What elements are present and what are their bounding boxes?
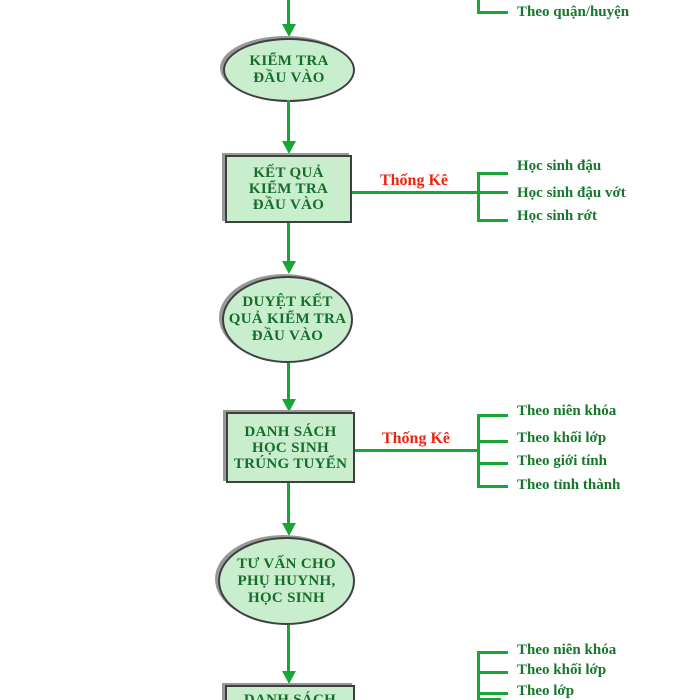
thong-ke-label: Thống Kê [381, 430, 450, 447]
branch-item-label: Theo lớp [517, 683, 575, 699]
node-text-line: TRÚNG TUYỂN [233, 455, 348, 472]
arrow-down-icon [282, 671, 296, 684]
flow-connector-segment [287, 0, 290, 26]
node-text-line: HỌC SINH [252, 439, 329, 456]
branch-item-label: Theo niên khóa [517, 642, 617, 658]
branch-spine [477, 414, 480, 488]
branch-main-line [355, 449, 478, 452]
node-text-line: ĐẦU VÀO [252, 197, 325, 213]
arrow-down-icon [282, 24, 296, 37]
node-text-line: ĐẦU VÀO [251, 328, 324, 344]
branch-item-label: Theo quận/huyện [517, 4, 630, 20]
branch-spine [477, 651, 480, 700]
node-text-line: KẾT QUẢ [253, 165, 324, 181]
flow-connector-segment [287, 625, 290, 671]
branch-item-label: Học sinh rớt [517, 208, 597, 224]
branch-item-label: Học sinh đậu vớt [517, 185, 626, 201]
node-danh-sach-bottom: DANH SÁCH [225, 685, 355, 700]
branch-item-label: Học sinh đậu [517, 158, 602, 174]
node-text-line: DUYỆT KẾT [242, 294, 333, 310]
branch-stub [477, 671, 508, 674]
node-text-line: KIỂM TRA [249, 53, 329, 69]
branch-item-label: Theo giới tính [517, 453, 607, 469]
branch-stub [477, 219, 508, 222]
flow-connector-segment [287, 223, 290, 261]
branch-stub [477, 414, 508, 417]
branch-stub [477, 440, 508, 443]
arrow-down-icon [282, 141, 296, 154]
node-tu-van-phu-huynh-hoc-sinh: TƯ VẤN CHO PHỤ HUYNH, HỌC SINH [218, 537, 355, 625]
node-text-line: QUẢ KIỂM TRA [228, 311, 347, 327]
branch-spine [477, 172, 480, 222]
branch-stub [477, 698, 501, 700]
arrow-down-icon [282, 523, 296, 536]
node-kiem-tra-dau-vao: KIỂM TRA ĐẦU VÀO [223, 38, 355, 102]
branch-stub [477, 191, 508, 194]
branch-item-label: Theo tỉnh thành [517, 477, 621, 493]
node-text-line: PHỤ HUYNH, [237, 572, 336, 589]
node-text-line: TƯ VẤN CHO [237, 555, 336, 572]
node-text-line: DANH SÁCH [244, 423, 337, 440]
flow-connector-segment [287, 483, 290, 523]
branch-item-label: Theo khối lớp [517, 662, 607, 678]
branch-stub [477, 11, 508, 14]
branch-stub [477, 651, 508, 654]
branch-stub [477, 462, 508, 465]
node-ket-qua-kiem-tra-dau-vao: KẾT QUẢ KIỂM TRA ĐẦU VÀO [225, 155, 352, 223]
branch-item-label: Theo khối lớp [517, 430, 607, 446]
branch-stub [477, 692, 508, 695]
flow-connector-segment [287, 100, 290, 141]
node-danh-sach-hoc-sinh-trung-tuyen: DANH SÁCH HỌC SINH TRÚNG TUYỂN [226, 412, 355, 483]
branch-stub [477, 172, 508, 175]
node-text-line: KIỂM TRA [248, 181, 329, 197]
flow-connector-segment [287, 363, 290, 399]
branch-spine [477, 0, 480, 13]
arrow-down-icon [282, 399, 296, 412]
node-text-line: DANH SÁCH [243, 692, 337, 700]
branch-main-line [352, 191, 478, 194]
node-text-line: ĐẦU VÀO [253, 70, 325, 86]
node-duyet-ket-qua-kiem-tra: DUYỆT KẾT QUẢ KIỂM TRA ĐẦU VÀO [222, 276, 353, 363]
branch-item-label: Theo niên khóa [517, 403, 617, 419]
branch-stub [477, 485, 508, 488]
thong-ke-label: Thống Kê [379, 172, 448, 189]
arrow-down-icon [282, 261, 296, 274]
node-text-line: HỌC SINH [248, 589, 325, 606]
